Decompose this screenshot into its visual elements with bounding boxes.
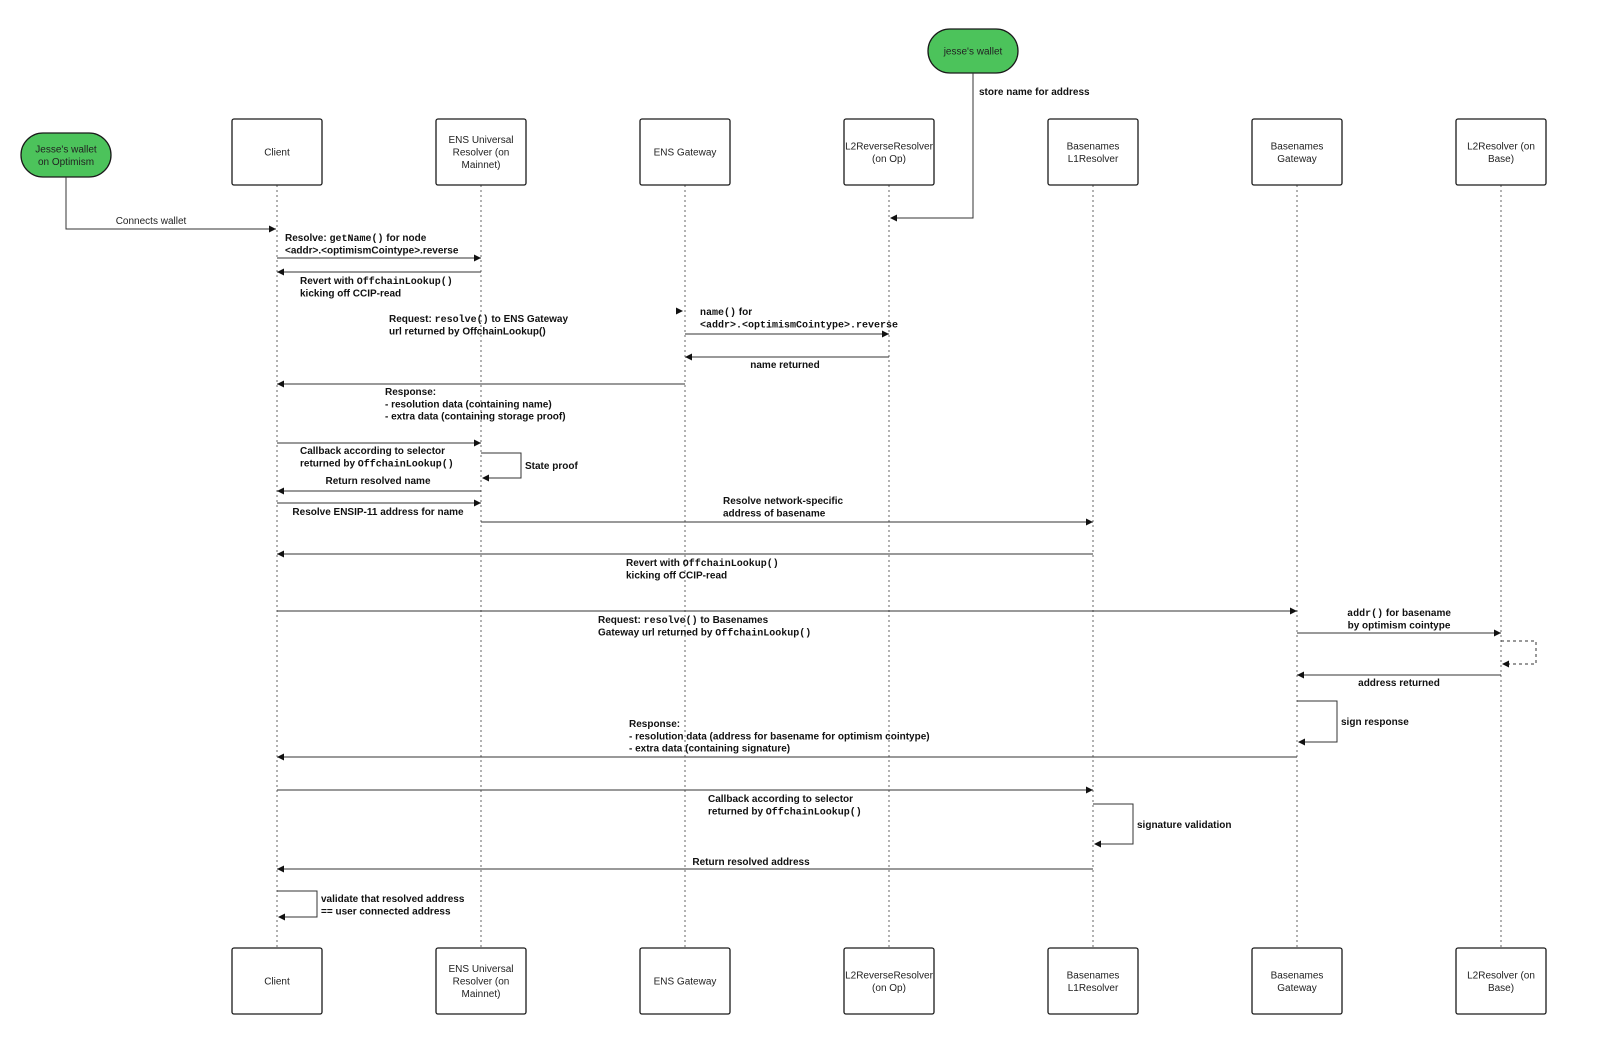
participant-label: Mainnet)	[462, 989, 501, 1000]
message-label-callback-1: Callback according to selector	[300, 446, 445, 457]
message-label-connects-wallet: Connects wallet	[116, 216, 187, 227]
message-label-resolve-getname: <addr>.<optimismCointype>.reverse	[285, 245, 459, 256]
message-label-return-address: Return resolved address	[692, 857, 810, 868]
participant-label: ENS Gateway	[654, 977, 717, 988]
message-label-revert-1: kicking off CCIP-read	[300, 288, 401, 299]
participant-label: Base)	[1488, 983, 1514, 994]
message-label-callback-2: returned by OffchainLookup()	[708, 806, 862, 818]
actor-jesse-wallet: jesse's wallet	[927, 28, 1019, 74]
message-label-request-ens-gateway: Request: resolve() to ENS Gateway	[389, 314, 568, 326]
participant-label: Basenames	[1271, 141, 1324, 152]
message-label-resolve-getname: Resolve: getName() for node	[285, 233, 427, 245]
participant-label: Basenames	[1271, 970, 1324, 981]
participant-l2-reverse-bottom: L2ReverseResolver (on Op)	[843, 947, 935, 1015]
message-label-callback-2: Callback according to selector	[708, 794, 853, 805]
message-label-sign-response: sign response	[1341, 717, 1409, 728]
participant-label: L2ReverseResolver	[845, 141, 933, 152]
message-label-resolve-network: address of basename	[723, 508, 826, 519]
l2-resolver-loop	[1501, 640, 1537, 665]
message-label-state-proof: State proof	[525, 461, 578, 472]
message-label-return-name: Return resolved name	[325, 476, 430, 487]
participant-label: ENS Universal	[448, 135, 513, 146]
message-label-response-2: Response:	[629, 719, 680, 730]
message-label-request-bn-gateway: Request: resolve() to Basenames	[598, 615, 769, 627]
message-label-revert-2: Revert with OffchainLookup()	[626, 558, 779, 570]
participant-label: Client	[264, 148, 290, 159]
message-label-validate: == user connected address	[321, 906, 451, 917]
participant-label: Basenames	[1067, 141, 1120, 152]
participant-label: L1Resolver	[1068, 983, 1119, 994]
state-proof-loop	[481, 452, 522, 479]
participant-label: ENS Universal	[448, 964, 513, 975]
message-label-response-2: - resolution data (address for basename …	[629, 731, 930, 742]
participant-label: (on Op)	[872, 154, 906, 165]
participant-client-top: Client	[231, 118, 323, 186]
message-label-name-for: name() for	[700, 307, 752, 319]
message-label-resolve-ensip11: Resolve ENSIP-11 address for name	[292, 507, 464, 518]
connects-wallet-arrow	[65, 177, 276, 230]
actor-label: jesse's wallet	[943, 47, 1003, 58]
signature-validation-loop	[1093, 803, 1134, 845]
message-label-validate: validate that resolved address	[321, 894, 465, 905]
participant-label: Resolver (on	[453, 977, 510, 988]
participant-label: Mainnet)	[462, 160, 501, 171]
message-label-resolve-network: Resolve network-specific	[723, 496, 843, 507]
store-name-arrow	[891, 73, 974, 219]
message-label-request-bn-gateway: Gateway url returned by OffchainLookup()	[598, 627, 811, 639]
sign-response-loop	[1297, 700, 1338, 743]
message-label-name-returned: name returned	[750, 360, 819, 371]
message-label-store-name: store name for address	[979, 87, 1090, 98]
actor-optimism-wallet: Jesse's wallet on Optimism	[20, 132, 112, 178]
participant-label: Gateway	[1277, 983, 1316, 994]
participant-label: L2Resolver (on	[1467, 141, 1535, 152]
message-label-name-for: <addr>.<optimismCointype>.reverse	[700, 319, 898, 331]
participant-client-bottom: Client	[231, 947, 323, 1015]
participant-label: Gateway	[1277, 154, 1316, 165]
message-label-response-1: - resolution data (containing name)	[385, 399, 552, 410]
actor-label: on Optimism	[38, 157, 94, 168]
message-label-request-ens-gateway: url returned by OffchainLookup()	[389, 326, 546, 337]
participant-ens-gateway-bottom: ENS Gateway	[639, 947, 731, 1015]
participant-label: Basenames	[1067, 970, 1120, 981]
participant-label: ENS Gateway	[654, 148, 717, 159]
participant-l2-reverse-top: L2ReverseResolver (on Op)	[843, 118, 935, 186]
message-label-revert-2: kicking off CCIP-read	[626, 570, 727, 581]
participant-label: Resolver (on	[453, 148, 510, 159]
participant-label: L1Resolver	[1068, 154, 1119, 165]
validate-loop	[277, 890, 318, 918]
message-label-signature-validation: signature validation	[1137, 820, 1231, 831]
message-label-address-returned: address returned	[1358, 678, 1440, 689]
message-label-revert-1: Revert with OffchainLookup()	[300, 276, 453, 288]
participant-label: L2Resolver (on	[1467, 970, 1535, 981]
message-label-response-1: - extra data (containing storage proof)	[385, 412, 566, 423]
message-label-callback-1: returned by OffchainLookup()	[300, 458, 454, 470]
participant-label: L2ReverseResolver	[845, 970, 933, 981]
message-label-response-1: Response:	[385, 387, 436, 398]
message-label-addr-for-basename: addr() for basename	[1347, 608, 1451, 620]
message-label-addr-for-basename: by optimism cointype	[1348, 620, 1451, 631]
actor-label: Jesse's wallet	[35, 144, 97, 155]
message-label-response-2: - extra data (containing signature)	[629, 744, 790, 755]
participant-label: Base)	[1488, 154, 1514, 165]
participant-label: Client	[264, 977, 290, 988]
participant-label: (on Op)	[872, 983, 906, 994]
participant-ens-gateway-top: ENS Gateway	[639, 118, 731, 186]
